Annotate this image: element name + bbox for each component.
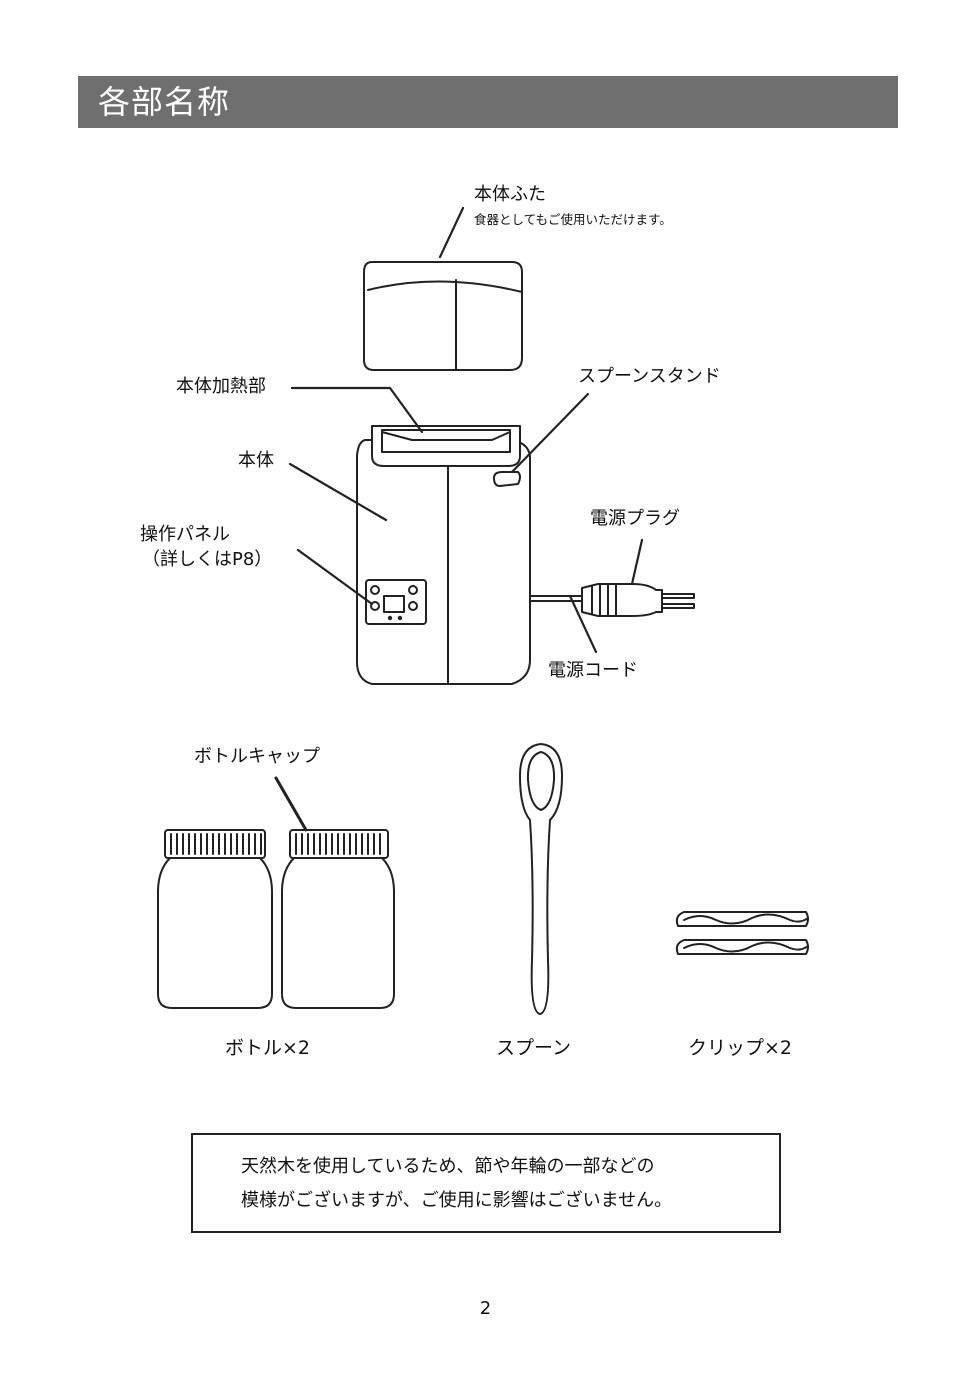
notice-line-2: 模様がございますが、ご使用に影響はございません。 bbox=[241, 1189, 672, 1213]
clip-caption: クリップ×2 bbox=[688, 1036, 792, 1060]
power-cord-illustration bbox=[530, 540, 694, 652]
heating-part-label: 本体加熱部 bbox=[176, 376, 266, 398]
control-panel-label: 操作パネル bbox=[140, 524, 230, 546]
lid-note: 食器としてもご使用いただけます。 bbox=[474, 212, 672, 228]
power-plug-label: 電源プラグ bbox=[590, 508, 680, 530]
bottle-caption: ボトル×2 bbox=[225, 1036, 310, 1060]
notice-box: 天然木を使用しているため、節や年輪の一部などの 模様がございますが、ご使用に影響… bbox=[191, 1133, 781, 1233]
control-panel-note: （詳しくはP8） bbox=[142, 549, 272, 571]
notice-line-1: 天然木を使用しているため、節や年輪の一部などの bbox=[241, 1155, 654, 1179]
power-cord-label: 電源コード bbox=[548, 660, 638, 682]
spoon-illustration bbox=[520, 744, 562, 1014]
lid-illustration bbox=[364, 208, 522, 370]
clips-illustration bbox=[677, 912, 808, 954]
bottle-cap-label: ボトルキャップ bbox=[194, 746, 320, 768]
spoon-caption: スプーン bbox=[496, 1036, 571, 1060]
main-body-illustration bbox=[290, 388, 588, 684]
page-number: 2 bbox=[0, 1298, 971, 1320]
body-label: 本体 bbox=[238, 450, 274, 472]
spoon-stand-label: スプーンスタンド bbox=[578, 366, 721, 388]
bottles-illustration bbox=[158, 778, 394, 1008]
lid-label: 本体ふた bbox=[474, 184, 546, 206]
